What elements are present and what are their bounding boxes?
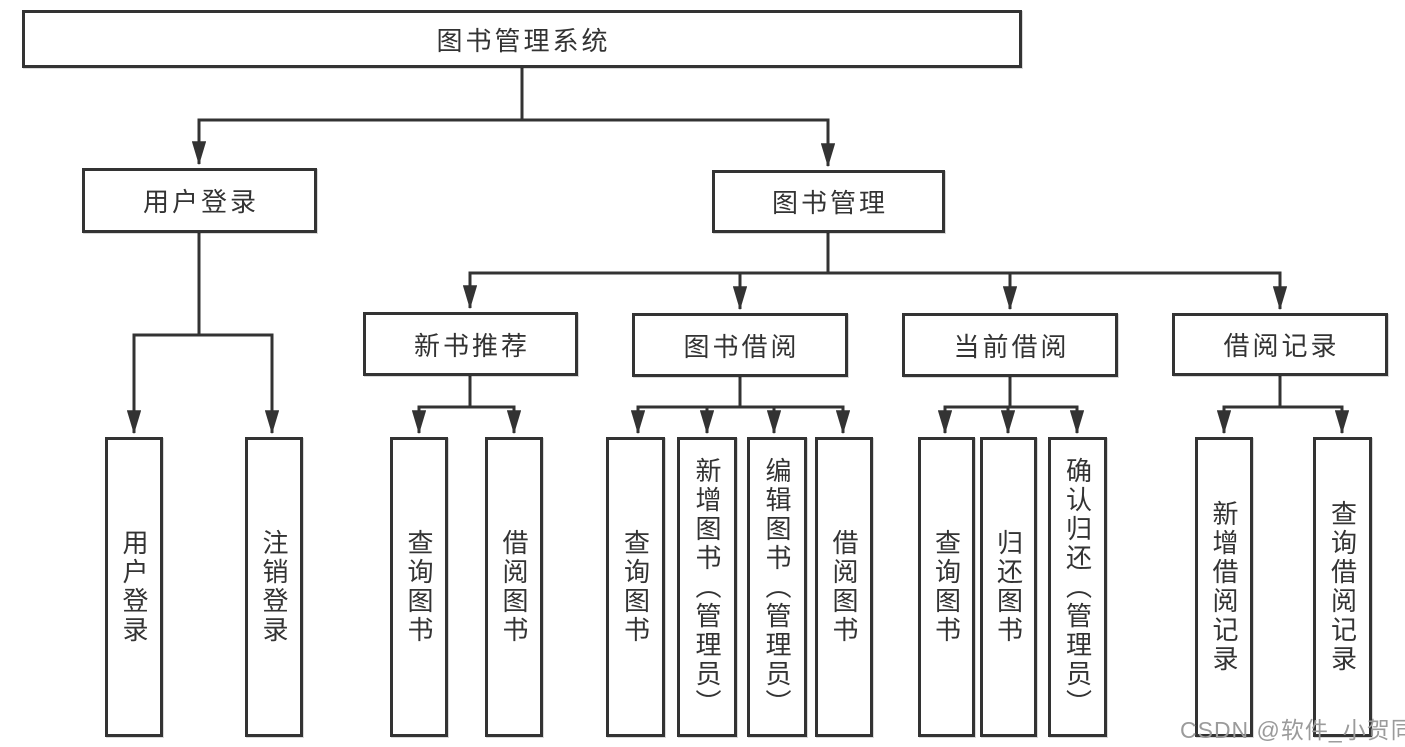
leaf-borrow-books-recommend-label: 借阅图书: [499, 529, 529, 645]
leaf-user-login-label: 用户登录: [119, 529, 149, 645]
leaf-query-books-recommend-label: 查询图书: [404, 529, 434, 645]
leaf-query-books-borrowing-label: 查询图书: [620, 529, 651, 645]
leaf-borrow-books-borrowing: 借阅图书: [815, 437, 873, 737]
node-current-borrowing: 当前借阅: [902, 313, 1118, 377]
node-book-management-label: 图书管理: [771, 188, 888, 218]
connector-trunks: [132, 66, 1344, 409]
node-current-borrowing-label: 当前借阅: [953, 331, 1070, 362]
node-user-login-label: 用户登录: [142, 187, 259, 217]
node-root: 图书管理系统: [22, 10, 1022, 68]
node-book-management: 图书管理: [712, 170, 945, 233]
leaf-add-borrow-record-label: 新增借阅记录: [1209, 500, 1239, 674]
leaf-edit-books-admin-label: 编辑图书（管理员）: [762, 456, 792, 718]
leaf-query-borrow-record-label: 查询借阅记录: [1327, 500, 1358, 674]
leaf-confirm-return-admin: 确认归还（管理员）: [1048, 437, 1107, 737]
watermark: CSDN @软件_小贺同学: [1180, 717, 1405, 743]
leaf-logout-label: 注销登录: [259, 529, 289, 645]
leaf-query-books-recommend: 查询图书: [390, 437, 448, 737]
node-new-book-recommend: 新书推荐: [363, 312, 578, 376]
leaf-query-borrow-record: 查询借阅记录: [1313, 437, 1372, 737]
node-borrowing-records-label: 借阅记录: [1223, 331, 1340, 361]
node-new-book-recommend-label: 新书推荐: [413, 330, 530, 361]
node-book-borrowing: 图书借阅: [632, 313, 848, 377]
node-book-borrowing-label: 图书借阅: [683, 331, 800, 362]
leaf-user-login: 用户登录: [105, 437, 163, 737]
leaf-query-books-current: 查询图书: [918, 437, 975, 737]
node-user-login: 用户登录: [82, 168, 317, 233]
leaf-add-borrow-record: 新增借阅记录: [1195, 437, 1253, 737]
leaf-add-books-admin-label: 新增图书（管理员）: [692, 456, 722, 718]
node-borrowing-records: 借阅记录: [1172, 313, 1388, 376]
leaf-return-books-label: 归还图书: [993, 529, 1024, 645]
leaf-borrow-books-borrowing-label: 借阅图书: [829, 529, 859, 645]
leaf-edit-books-admin: 编辑图书（管理员）: [747, 437, 807, 737]
leaf-logout: 注销登录: [245, 437, 303, 737]
node-root-label: 图书管理系统: [436, 25, 611, 56]
leaf-return-books: 归还图书: [980, 437, 1037, 737]
leaf-query-books-borrowing: 查询图书: [606, 437, 665, 737]
leaf-add-books-admin: 新增图书（管理员）: [677, 437, 737, 737]
connector-arrows: [126, 120, 1350, 435]
leaf-query-books-current-label: 查询图书: [931, 529, 962, 645]
leaf-confirm-return-admin-label: 确认归还（管理员）: [1062, 456, 1093, 718]
leaf-borrow-books-recommend: 借阅图书: [485, 437, 543, 737]
